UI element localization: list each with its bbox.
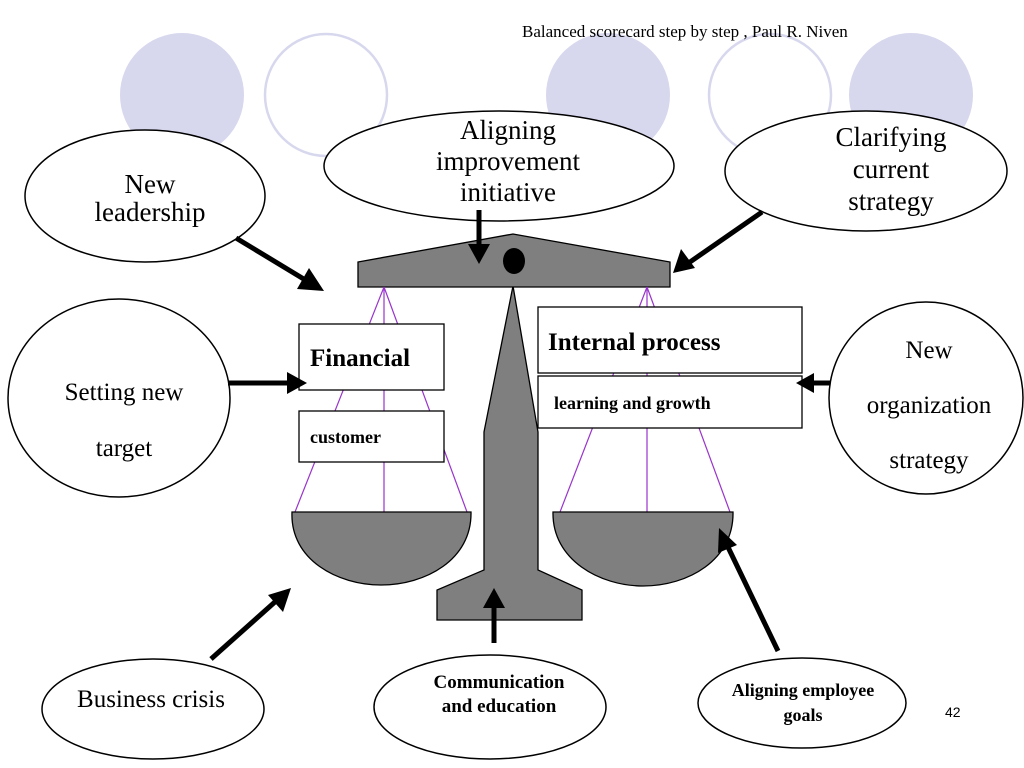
node-business-crisis-line1: Business crisis xyxy=(77,686,225,713)
scale-stand xyxy=(436,285,583,621)
box-financial: Financial xyxy=(298,323,445,391)
arrow-aligning-goals xyxy=(718,528,781,653)
node-aligning-improvement-line2: improvement xyxy=(436,146,580,176)
node-setting-target-line2: target xyxy=(96,435,153,462)
arrow-communication xyxy=(483,588,505,643)
node-aligning-improvement: Aligning improvement initiative xyxy=(323,110,675,222)
node-new-leadership: New leadership xyxy=(24,129,266,263)
node-setting-target: Setting new target xyxy=(7,298,231,498)
node-aligning-goals-line1: Aligning employee xyxy=(732,680,875,700)
left-string-3 xyxy=(383,286,468,513)
header-citation: Balanced scorecard step by step , Paul R… xyxy=(522,22,848,41)
node-aligning-improvement-line3: initiative xyxy=(460,177,556,207)
node-communication-line2: and education xyxy=(442,696,557,717)
scale-pivot xyxy=(503,248,525,274)
arrow-new-leadership xyxy=(234,235,324,291)
box-customer-label: customer xyxy=(310,427,381,447)
box-internal-process-label: Internal process xyxy=(548,329,721,356)
node-new-org-strategy-line3: strategy xyxy=(889,447,969,474)
node-business-crisis: Business crisis xyxy=(41,658,265,760)
node-new-leadership-line1: New xyxy=(125,169,176,199)
box-learning-growth-label: learning and growth xyxy=(554,393,711,413)
node-communication: Communication and education xyxy=(373,654,607,760)
node-aligning-goals: Aligning employee goals xyxy=(697,657,907,749)
deco-circle-filled-1 xyxy=(120,33,244,157)
node-new-org-strategy-line1: New xyxy=(905,337,952,364)
arrow-new-org-strategy xyxy=(796,373,830,393)
arrow-business-crisis xyxy=(209,588,291,661)
node-new-org-strategy-line2: organization xyxy=(867,392,992,419)
node-clarifying-strategy: Clarifying current strategy xyxy=(724,110,1008,232)
deco-circle-ring-1 xyxy=(263,32,389,158)
node-clarifying-strategy-line2: current xyxy=(853,154,930,184)
node-setting-target-line1: Setting new xyxy=(65,379,184,406)
node-aligning-improvement-line1: Aligning xyxy=(460,115,556,145)
box-learning-growth: learning and growth xyxy=(537,375,803,429)
box-customer: customer xyxy=(298,410,445,463)
box-financial-label: Financial xyxy=(310,345,410,372)
left-pan xyxy=(291,511,472,586)
left-string-1 xyxy=(294,286,385,513)
right-pan xyxy=(552,511,734,587)
node-new-org-strategy: New organization strategy xyxy=(828,301,1024,495)
node-clarifying-strategy-line3: strategy xyxy=(848,186,934,216)
node-clarifying-strategy-line1: Clarifying xyxy=(836,122,947,152)
page-number: 42 xyxy=(945,704,961,720)
arrow-clarifying-strategy xyxy=(673,209,764,273)
node-new-leadership-line2: leadership xyxy=(95,197,206,227)
arrow-aligning-improvement xyxy=(468,210,490,264)
box-internal-process: Internal process xyxy=(537,306,803,374)
node-communication-line1: Communication xyxy=(434,672,565,693)
arrow-setting-target xyxy=(228,372,307,394)
node-aligning-goals-line2: goals xyxy=(783,705,822,725)
